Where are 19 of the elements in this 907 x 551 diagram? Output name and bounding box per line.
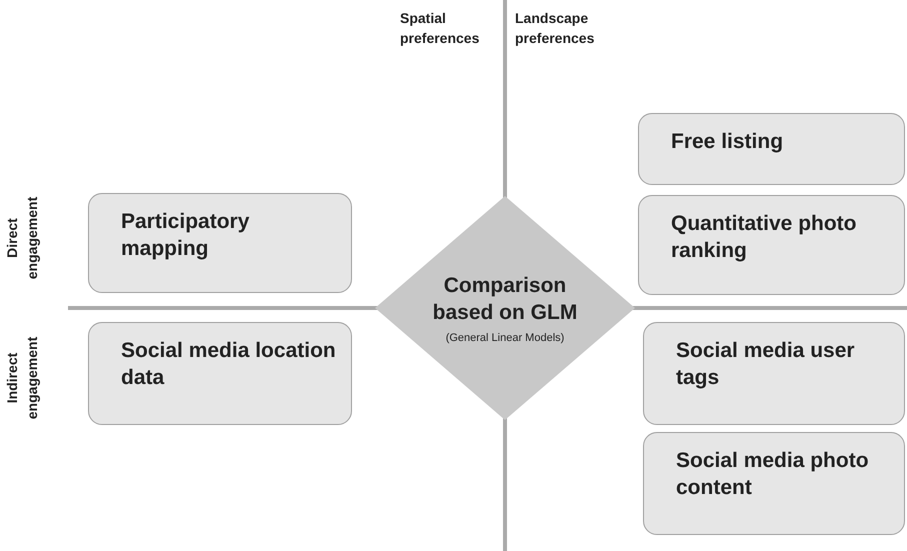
row-header: Indirect engagement — [3, 336, 41, 422]
method-box — [88, 322, 352, 425]
subtitle-text: (General Linear Models) — [446, 332, 564, 344]
column-header: Landscape preferences — [515, 9, 596, 48]
node-title: Comparison based on GLM — [432, 273, 578, 326]
method-label: Quantitative photo ranking — [671, 211, 858, 264]
method-label: Free listing — [671, 129, 784, 155]
method-box — [88, 193, 352, 293]
method-box — [643, 322, 905, 425]
row-header: Direct engagement — [3, 196, 41, 282]
column-header: Spatial preferences — [400, 9, 480, 48]
method-label: Social media user tags — [676, 338, 856, 391]
method-box — [638, 113, 905, 185]
method-box — [643, 432, 905, 535]
method-label: Participatory mapping — [121, 209, 250, 262]
method-label: Social media location data — [121, 338, 337, 391]
method-box — [638, 195, 905, 295]
method-label: Social media photo content — [676, 448, 870, 501]
decision-diamond — [375, 196, 635, 420]
